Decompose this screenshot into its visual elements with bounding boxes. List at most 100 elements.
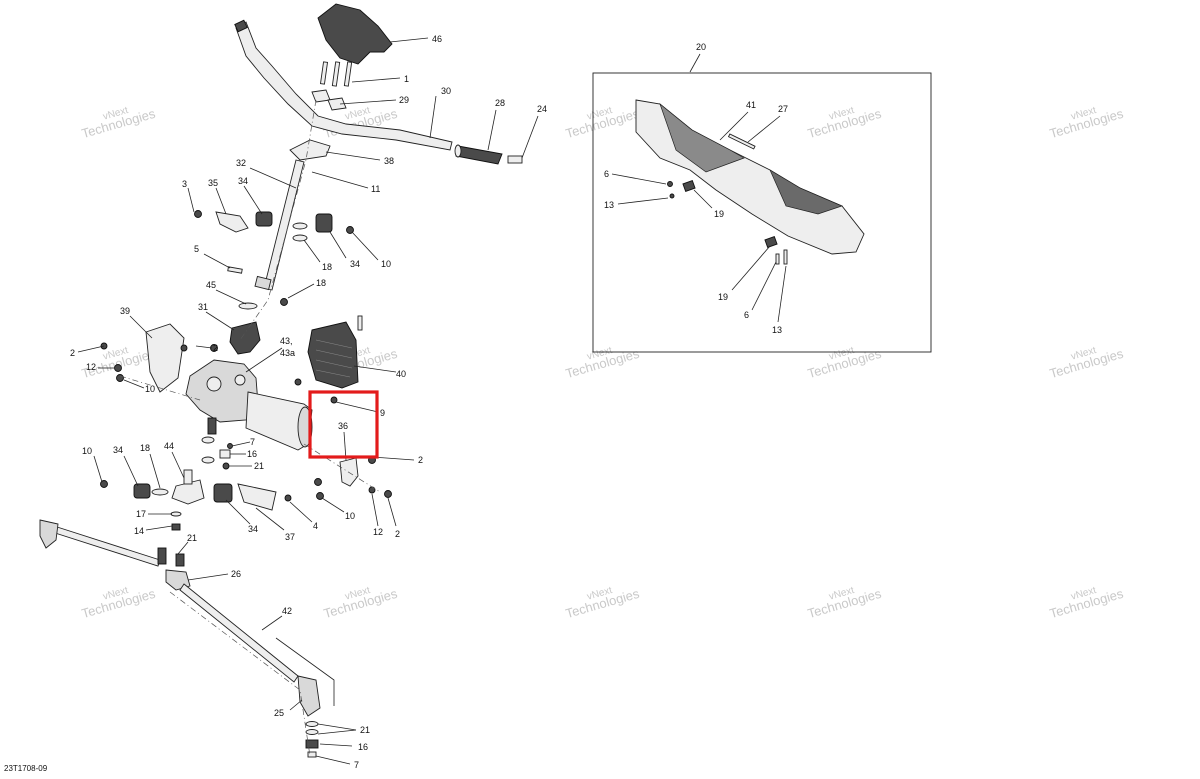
callout-10[interactable]: 10 (345, 511, 355, 521)
callout-10[interactable]: 10 (145, 384, 155, 394)
bolt-2[interactable] (180, 344, 188, 352)
callout-18[interactable]: 18 (316, 278, 326, 288)
bar-end-24[interactable] (507, 155, 523, 164)
callout-1[interactable]: 1 (404, 74, 409, 84)
bolt-1[interactable] (319, 61, 329, 85)
callout-21[interactable]: 21 (187, 533, 197, 543)
nut-40[interactable] (294, 378, 302, 386)
o-ring-18[interactable] (151, 488, 169, 496)
callout-34[interactable]: 34 (248, 524, 258, 534)
callout-42[interactable]: 42 (282, 606, 292, 616)
bracket-37[interactable] (237, 483, 277, 511)
o-ring-18[interactable] (292, 222, 308, 230)
nut-10[interactable] (116, 374, 124, 382)
callout-18[interactable]: 18 (322, 262, 332, 272)
callout-34[interactable]: 34 (238, 176, 248, 186)
callout-14[interactable]: 14 (134, 526, 144, 536)
callout-12[interactable]: 12 (86, 362, 96, 372)
callout-6[interactable]: 6 (744, 310, 749, 320)
callout-2[interactable]: 2 (70, 348, 75, 358)
callout-16[interactable]: 16 (247, 449, 257, 459)
callout-28[interactable]: 28 (495, 98, 505, 108)
pitman-arm-44[interactable] (171, 479, 205, 505)
o-ring-18[interactable] (292, 234, 308, 242)
callout-19[interactable]: 19 (714, 209, 724, 219)
screw-13[interactable] (783, 249, 788, 265)
callout-27[interactable]: 27 (778, 104, 788, 114)
callout-10[interactable]: 10 (82, 446, 92, 456)
clip-19[interactable] (764, 235, 778, 249)
callout-24[interactable]: 24 (537, 104, 547, 114)
nut-9[interactable] (330, 396, 338, 404)
callout-34[interactable]: 34 (350, 259, 360, 269)
callout-30[interactable]: 30 (441, 86, 451, 96)
spacer-16[interactable] (219, 449, 231, 459)
callout-2[interactable]: 2 (418, 455, 423, 465)
grip-28[interactable] (455, 145, 503, 165)
bushing-34[interactable] (213, 483, 233, 503)
boot-31[interactable] (229, 321, 261, 355)
screw-6[interactable] (667, 181, 673, 187)
callout-37[interactable]: 37 (285, 532, 295, 542)
bolt-2[interactable] (384, 490, 392, 498)
callout-9[interactable]: 9 (380, 408, 385, 418)
callout-29[interactable]: 29 (399, 95, 409, 105)
bolt-1[interactable] (343, 61, 353, 87)
callout-20[interactable]: 20 (696, 42, 706, 52)
washer-21[interactable] (305, 721, 319, 727)
callout-10[interactable]: 10 (381, 259, 391, 269)
callout-31[interactable]: 31 (198, 302, 208, 312)
highlight-box-part-36[interactable] (308, 390, 379, 459)
bushing-34[interactable] (315, 213, 333, 233)
callout-26[interactable]: 26 (231, 569, 241, 579)
callout-6[interactable]: 6 (604, 169, 609, 179)
clip-19[interactable] (682, 179, 696, 193)
callout-17[interactable]: 17 (136, 509, 146, 519)
callout-13[interactable]: 13 (604, 200, 614, 210)
bushing-34[interactable] (133, 483, 151, 499)
bolt-4[interactable] (284, 494, 292, 502)
bushing-34[interactable] (255, 211, 273, 227)
screw-6[interactable] (775, 253, 780, 265)
callout-12[interactable]: 12 (373, 527, 383, 537)
callout-40[interactable]: 40 (396, 369, 406, 379)
nut-10[interactable] (314, 478, 322, 486)
nut-7[interactable] (227, 443, 233, 449)
callout-43a[interactable]: 43a (280, 348, 295, 358)
washer-17[interactable] (170, 511, 182, 517)
callout-2[interactable]: 2 (395, 529, 400, 539)
stud-21[interactable] (175, 553, 185, 567)
handlebar-cover-46[interactable] (317, 3, 393, 65)
nut-14[interactable] (171, 523, 181, 531)
callout-45[interactable]: 45 (206, 280, 216, 290)
nut-10[interactable] (346, 226, 354, 234)
bracket-39[interactable] (145, 323, 185, 393)
callout-46[interactable]: 46 (432, 34, 442, 44)
washer-45[interactable] (238, 302, 258, 310)
nut-16[interactable] (305, 739, 319, 749)
callout-38[interactable]: 38 (384, 156, 394, 166)
bracket-35[interactable] (215, 211, 249, 233)
tie-rod-42[interactable] (179, 583, 299, 683)
callout-36[interactable]: 36 (338, 421, 348, 431)
nut-10[interactable] (100, 480, 108, 488)
nut-12[interactable] (114, 364, 122, 372)
callout-13[interactable]: 13 (772, 325, 782, 335)
washer-21[interactable] (305, 729, 319, 735)
nut-18[interactable] (280, 298, 288, 306)
bolt-40[interactable] (357, 315, 363, 331)
callout-25[interactable]: 25 (274, 708, 284, 718)
callout-2[interactable]: 2 (213, 343, 218, 353)
callout-18[interactable]: 18 (140, 443, 150, 453)
strip-27[interactable] (727, 133, 756, 150)
screw-13[interactable] (669, 193, 675, 199)
callout-35[interactable]: 35 (208, 178, 218, 188)
callout-16[interactable]: 16 (358, 742, 368, 752)
callout-7[interactable]: 7 (354, 760, 359, 770)
riser-clamp-38[interactable] (289, 139, 331, 161)
callout-34[interactable]: 34 (113, 445, 123, 455)
callout-21[interactable]: 21 (360, 725, 370, 735)
bracket-36[interactable] (339, 457, 359, 487)
callout-3[interactable]: 3 (182, 179, 187, 189)
callout-41[interactable]: 41 (746, 100, 756, 110)
